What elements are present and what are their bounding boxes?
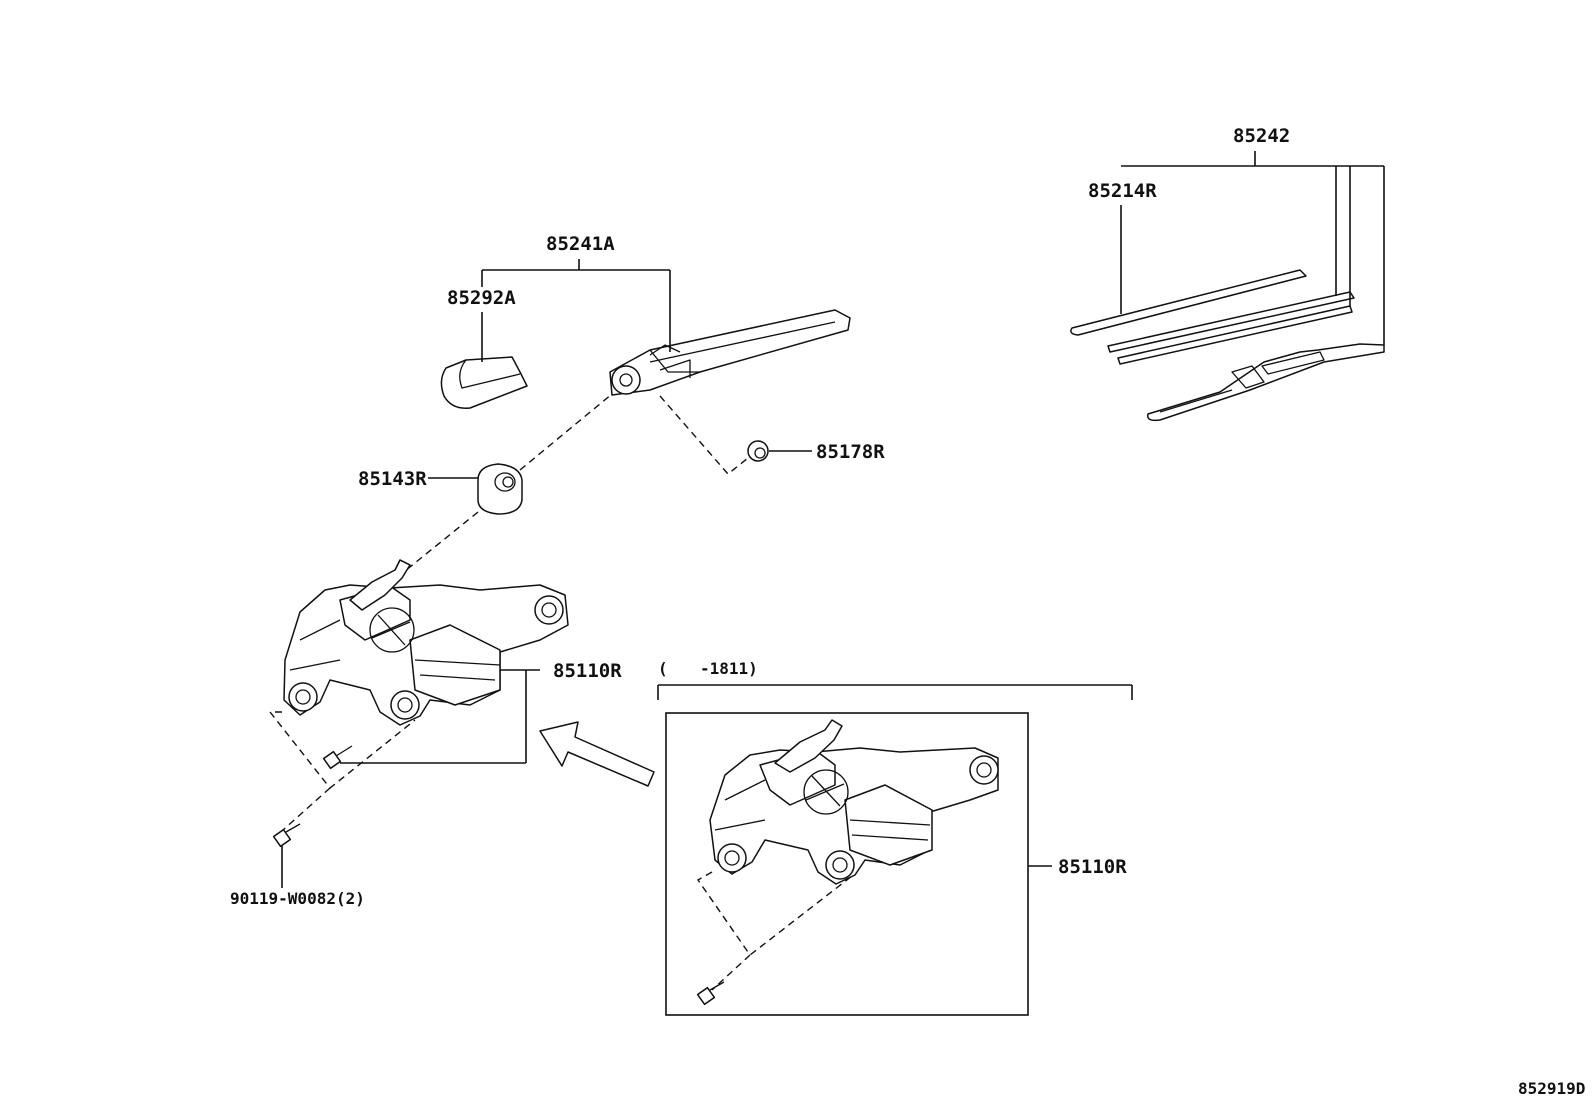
- wiper-motor-part: [283, 559, 569, 726]
- label-85242: 85242: [1233, 125, 1290, 147]
- inset-dash-bolt-lower: [711, 954, 751, 991]
- label-85143R: 85143R: [358, 468, 427, 490]
- dash-nut: [659, 395, 749, 475]
- arrow-to-inset: [539, 721, 655, 787]
- dash-motor-bolts: [268, 711, 416, 789]
- wiper-arm-part: [609, 309, 851, 396]
- label-85110R-inset: 85110R: [1058, 856, 1127, 878]
- inset-range-end: -1811): [700, 659, 758, 678]
- leader-85242: [1121, 151, 1385, 345]
- wiper-blade-assembly-part: [1147, 343, 1385, 422]
- leader-85241A: [481, 259, 671, 352]
- nut-part: [747, 440, 769, 462]
- wiper-blade-strip-part: [1107, 291, 1355, 365]
- inset-range-open: (: [658, 659, 668, 678]
- inset-range-bracket: [657, 684, 1133, 700]
- dash-grommet-arm: [519, 393, 613, 471]
- wiper-blade-rubber-part: [1070, 269, 1307, 336]
- label-85178R: 85178R: [816, 441, 885, 463]
- bolt-90119-part: [272, 823, 301, 848]
- dash-bolt-lower: [282, 787, 331, 831]
- arm-cap-part: [440, 356, 528, 409]
- inset-dash-bolts: [696, 871, 853, 957]
- label-85292A: 85292A: [447, 287, 516, 309]
- dash-motor-grommet: [399, 511, 479, 576]
- mount-bolt-part: [322, 745, 353, 770]
- label-85241A: 85241A: [546, 233, 615, 255]
- label-90119: 90119-W0082(2): [230, 889, 365, 908]
- label-85110R-main: 85110R: [553, 660, 622, 682]
- leader-85110R-main: [340, 669, 540, 764]
- grommet-part: [477, 463, 523, 515]
- label-85214R: 85214R: [1088, 180, 1157, 202]
- inset-bolt-part: [696, 981, 725, 1006]
- figure-code: 852919D: [1518, 1079, 1585, 1098]
- inset-motor-part: [709, 719, 999, 885]
- inset-frame: [665, 712, 1029, 1016]
